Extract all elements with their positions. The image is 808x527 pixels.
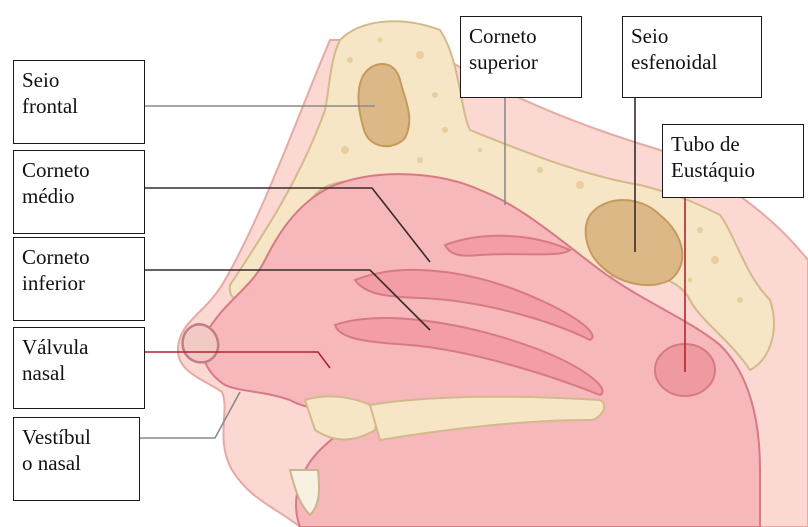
label-vestibulo-nasal: Vestíbul o nasal [13, 417, 140, 501]
label-corneto-superior-line1: Corneto [469, 23, 573, 49]
label-tubo-de-eustaquio: Tubo de Eustáquio [662, 124, 804, 198]
label-seio-esfenoidal: Seio esfenoidal [622, 16, 762, 98]
label-seio-frontal-line1: Seio [22, 67, 136, 93]
label-vestibulo-nasal-line1: Vestíbul [22, 424, 131, 450]
label-corneto-medio: Corneto médio [13, 150, 145, 234]
label-corneto-superior: Corneto superior [460, 16, 582, 98]
label-vestibulo-nasal-line2: o nasal [22, 450, 131, 476]
label-corneto-inferior-line2: inferior [22, 270, 136, 296]
label-tubo-de-eustaquio-line2: Eustáquio [671, 157, 795, 183]
label-seio-esfenoidal-line1: Seio [631, 23, 753, 49]
label-seio-esfenoidal-line2: esfenoidal [631, 49, 753, 75]
label-corneto-superior-line2: superior [469, 49, 573, 75]
label-tubo-de-eustaquio-line1: Tubo de [671, 131, 795, 157]
label-valvula-nasal-line1: Válvula [22, 334, 136, 360]
label-corneto-medio-line2: médio [22, 183, 136, 209]
label-valvula-nasal-line2: nasal [22, 360, 136, 386]
label-valvula-nasal: Válvula nasal [13, 327, 145, 409]
label-seio-frontal: Seio frontal [13, 60, 145, 144]
label-corneto-medio-line1: Corneto [22, 157, 136, 183]
label-corneto-inferior-line1: Corneto [22, 244, 136, 270]
nostril [183, 324, 219, 362]
label-corneto-inferior: Corneto inferior [13, 237, 145, 321]
label-seio-frontal-line2: frontal [22, 93, 136, 119]
